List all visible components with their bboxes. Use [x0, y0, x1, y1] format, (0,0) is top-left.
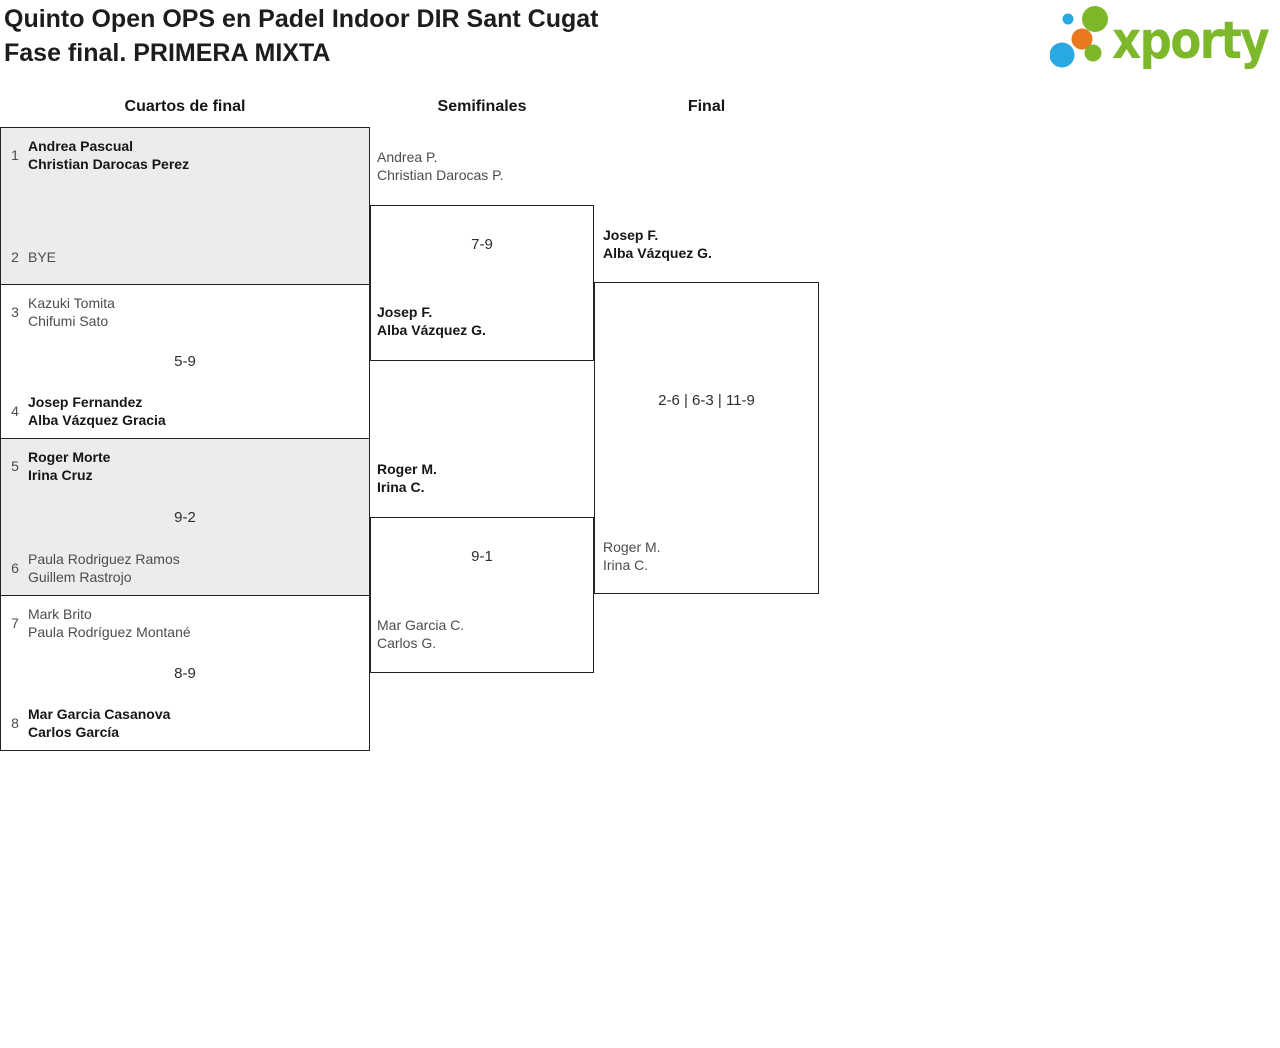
logo-dot-small-blue	[1062, 13, 1074, 25]
player-name: Guillem Rastrojo	[28, 569, 132, 585]
player-name: Chifumi Sato	[28, 313, 109, 329]
sf2-score: 9-1	[471, 548, 493, 565]
qf3-team1: Roger Morte Irina Cruz	[28, 448, 110, 484]
qf2-team2-row: 4 Josep Fernandez Alba Vázquez Gracia	[7, 393, 361, 429]
player-name: Andrea P.	[377, 149, 438, 165]
tournament-name: Quinto Open OPS en Padel Indoor DIR Sant…	[4, 5, 599, 33]
player-name: Mar Garcia Casanova	[28, 706, 171, 722]
player-name: Josep F.	[377, 304, 433, 320]
logo-dot-big-green	[1082, 6, 1108, 32]
logo-dot-big-blue	[1049, 42, 1075, 68]
final-team2: Roger M. Irina C.	[603, 538, 661, 574]
player-name: Alba Vázquez G.	[603, 245, 712, 261]
round-header-semifinals: Semifinales	[437, 98, 527, 115]
qf2-team1-row: 3 Kazuki Tomita Chifumi Sato	[7, 294, 361, 330]
sf1-team2: Josep F. Alba Vázquez G.	[377, 303, 486, 339]
qf3-score: 9-2	[174, 509, 196, 526]
qf4-team2-row: 8 Mar Garcia Casanova Carlos García	[7, 705, 361, 741]
logo-dot-small-green	[1084, 44, 1102, 62]
sf-match-2-box	[370, 517, 594, 673]
logo-dot-orange	[1071, 28, 1093, 50]
player-name: Irina C.	[377, 479, 425, 495]
qf3-team1-row: 5 Roger Morte Irina Cruz	[7, 448, 361, 484]
qf4-team1: Mark Brito Paula Rodríguez Montané	[28, 605, 191, 641]
qf3-seed2: 6	[11, 560, 19, 576]
qf-match-4: 7 Mark Brito Paula Rodríguez Montané 8 M…	[0, 595, 370, 751]
sf2-team1: Roger M. Irina C.	[377, 460, 437, 496]
round-header-quarterfinals: Cuartos de final	[124, 98, 246, 115]
player-name: Josep Fernandez	[28, 394, 143, 410]
qf2-team1: Kazuki Tomita Chifumi Sato	[28, 294, 115, 330]
player-name: Christian Darocas P.	[377, 167, 504, 183]
player-name: Christian Darocas Perez	[28, 156, 190, 172]
player-name: Andrea Pascual	[28, 138, 134, 154]
player-name: Roger M.	[603, 539, 661, 555]
qf4-team2: Mar Garcia Casanova Carlos García	[28, 705, 170, 741]
player-name: Irina C.	[603, 557, 649, 573]
player-name: Irina Cruz	[28, 467, 93, 483]
qf3-team2: Paula Rodriguez Ramos Guillem Rastrojo	[28, 550, 180, 586]
sf1-score: 7-9	[471, 236, 493, 253]
player-name: Mark Brito	[28, 606, 92, 622]
qf-match-3: 5 Roger Morte Irina Cruz 6 Paula Rodrigu…	[0, 438, 370, 596]
qf1-seed2: 2	[11, 249, 19, 265]
sf1-team1: Andrea P. Christian Darocas P.	[377, 148, 504, 184]
final-team1: Josep F. Alba Vázquez G.	[603, 226, 712, 262]
logo-wordmark: xporty	[1112, 11, 1269, 71]
qf1-seed1: 1	[11, 147, 19, 163]
qf1-team1-row: 1 Andrea Pascual Christian Darocas Perez	[7, 137, 361, 173]
round-header-final: Final	[687, 98, 726, 115]
qf4-score: 8-9	[174, 665, 196, 682]
player-name: Mar Garcia C.	[377, 617, 465, 633]
player-name: BYE	[28, 249, 57, 265]
qf2-seed1: 3	[11, 304, 19, 320]
player-name: Kazuki Tomita	[28, 295, 115, 311]
qf4-seed2: 8	[11, 715, 19, 731]
qf2-score: 5-9	[174, 353, 196, 370]
final-match-box	[594, 282, 819, 594]
player-name: Carlos García	[28, 724, 120, 740]
qf4-team1-row: 7 Mark Brito Paula Rodríguez Montané	[7, 605, 361, 641]
player-name: Roger M.	[377, 461, 437, 477]
xporty-logo[interactable]: xporty	[1049, 0, 1272, 76]
qf2-seed2: 4	[11, 403, 19, 419]
player-name: Paula Rodríguez Montané	[28, 624, 191, 640]
player-name: Josep F.	[603, 227, 659, 243]
player-name: Alba Vázquez Gracia	[28, 412, 166, 428]
qf3-team2-row: 6 Paula Rodriguez Ramos Guillem Rastrojo	[7, 550, 361, 586]
final-score: 2-6 | 6-3 | 11-9	[658, 392, 755, 409]
sf-match-1-box	[370, 205, 594, 361]
qf4-seed1: 7	[11, 615, 19, 631]
page-title: Quinto Open OPS en Padel Indoor DIR Sant…	[4, 2, 598, 70]
player-name: Alba Vázquez G.	[377, 322, 486, 338]
qf-match-1: 1 Andrea Pascual Christian Darocas Perez…	[0, 127, 370, 285]
player-name: Roger Morte	[28, 449, 111, 465]
qf2-team2: Josep Fernandez Alba Vázquez Gracia	[28, 393, 166, 429]
qf3-seed1: 5	[11, 458, 19, 474]
player-name: Carlos G.	[377, 635, 437, 651]
qf1-team2: BYE	[28, 248, 56, 266]
qf1-team2-row: 2 BYE	[7, 239, 361, 275]
phase-name: Fase final. PRIMERA MIXTA	[4, 39, 331, 67]
sf2-team2: Mar Garcia C. Carlos G.	[377, 616, 464, 652]
player-name: Paula Rodriguez Ramos	[28, 551, 180, 567]
qf1-team1: Andrea Pascual Christian Darocas Perez	[28, 137, 189, 173]
